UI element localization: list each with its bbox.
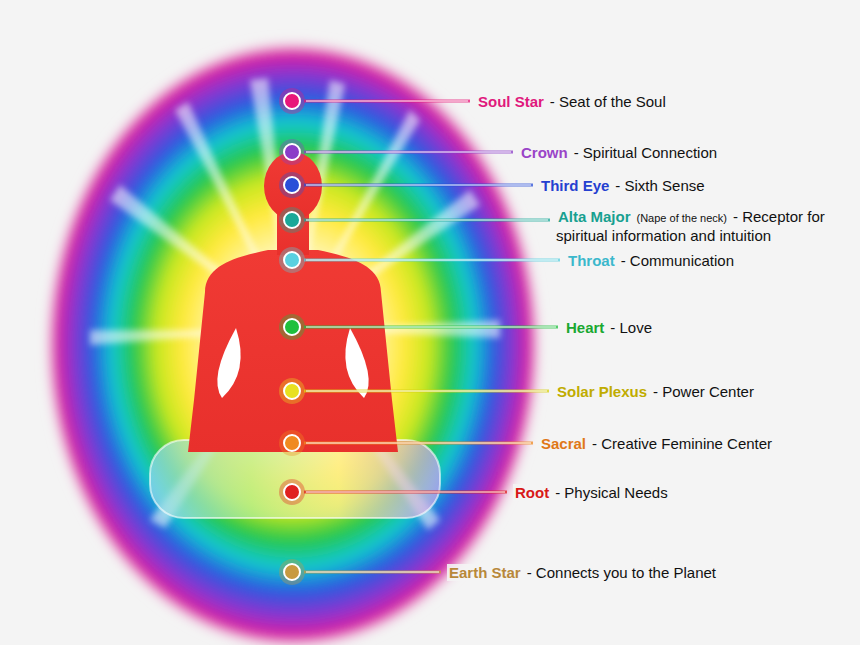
chakra-label: Throat- Communication: [566, 252, 852, 269]
chakra-dots: [279, 88, 305, 585]
chakra-meaning: - Sixth Sense: [613, 177, 706, 194]
chakra-label: Earth Star- Connects you to the Planet: [447, 564, 852, 581]
chakra-name: Earth Star: [447, 564, 523, 581]
chakra-name: Heart: [564, 319, 606, 336]
chakra-label: Sacral- Creative Feminine Center: [539, 435, 852, 452]
aura: [45, 40, 541, 645]
chakra-name: Third Eye: [539, 177, 611, 194]
chakra-label: Third Eye- Sixth Sense: [539, 177, 852, 194]
leader-line-highlights: [306, 101, 558, 572]
chakra-meaning: - Communication: [619, 252, 736, 269]
chakra-label: Root- Physical Needs: [513, 484, 852, 501]
chakra-name: Alta Major: [556, 208, 633, 225]
chakra-label: Soul Star- Seat of the Soul: [476, 93, 852, 110]
chakra-meaning: - Creative Feminine Center: [590, 435, 774, 452]
chakra-meaning: - Spiritual Connection: [572, 144, 719, 161]
location-note: (Nape of the neck): [635, 212, 730, 224]
chakra-name: Throat: [566, 252, 617, 269]
chakra-label: Alta Major(Nape of the neck)- Receptor f…: [556, 208, 852, 244]
leader-lines: [304, 101, 560, 572]
chakra-meaning: - Love: [608, 319, 654, 336]
chakra-name: Solar Plexus: [555, 383, 649, 400]
chakra-name: Sacral: [539, 435, 588, 452]
chakra-meaning: - Seat of the Soul: [548, 93, 668, 110]
chakra-meaning: - Physical Needs: [553, 484, 670, 501]
chakra-name: Root: [513, 484, 551, 501]
chakra-label: Heart- Love: [564, 319, 852, 336]
chakra-label: Solar Plexus- Power Center: [555, 383, 852, 400]
meditating-figure: [150, 152, 440, 518]
chakra-name: Crown: [519, 144, 570, 161]
chakra-meaning: - Power Center: [651, 383, 756, 400]
chakra-meaning: - Connects you to the Planet: [525, 564, 718, 581]
chakra-label: Crown- Spiritual Connection: [519, 144, 852, 161]
light-rays: [90, 78, 500, 530]
chakra-name: Soul Star: [476, 93, 546, 110]
